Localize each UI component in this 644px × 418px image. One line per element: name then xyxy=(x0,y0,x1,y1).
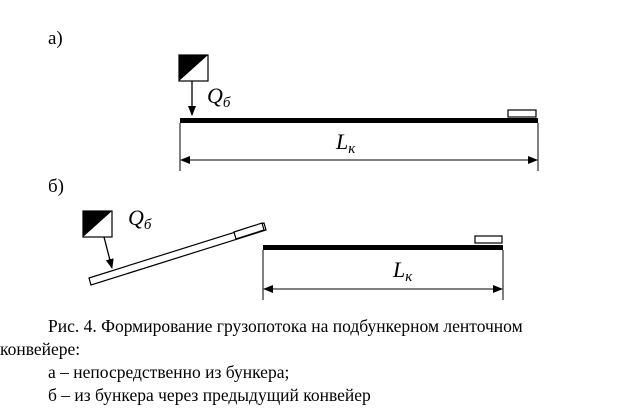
load-block-b xyxy=(474,235,503,244)
flow-label-b: Qб xyxy=(128,205,152,233)
panel-b-label: б) xyxy=(48,176,64,197)
inclined-conveyor-b xyxy=(88,222,267,286)
load-block-a xyxy=(507,109,537,118)
load-block-incline-b xyxy=(233,222,265,240)
caption-title: Рис. 4. Формирование грузопотока на подб… xyxy=(48,316,523,336)
caption-item-a: а – непосредственно из бункера; xyxy=(48,362,290,382)
caption-item-b: б – из бункера через предыдущий конвейер xyxy=(48,385,371,405)
length-label-a: Lк xyxy=(335,129,356,157)
panel-a-label: а) xyxy=(48,28,63,49)
caption-title-continued: конвейере: xyxy=(0,339,81,359)
bunker-icon-b xyxy=(82,210,113,238)
flow-arrow-b xyxy=(103,236,114,269)
belt-conveyor-a xyxy=(180,118,538,123)
belt-conveyor-b xyxy=(263,245,503,250)
flow-label-a: Qб xyxy=(207,83,231,111)
bunker-icon-a xyxy=(178,54,209,82)
figure-caption: Рис. 4. Формирование грузопотока на подб… xyxy=(0,315,644,407)
length-label-b: Lк xyxy=(392,257,413,285)
